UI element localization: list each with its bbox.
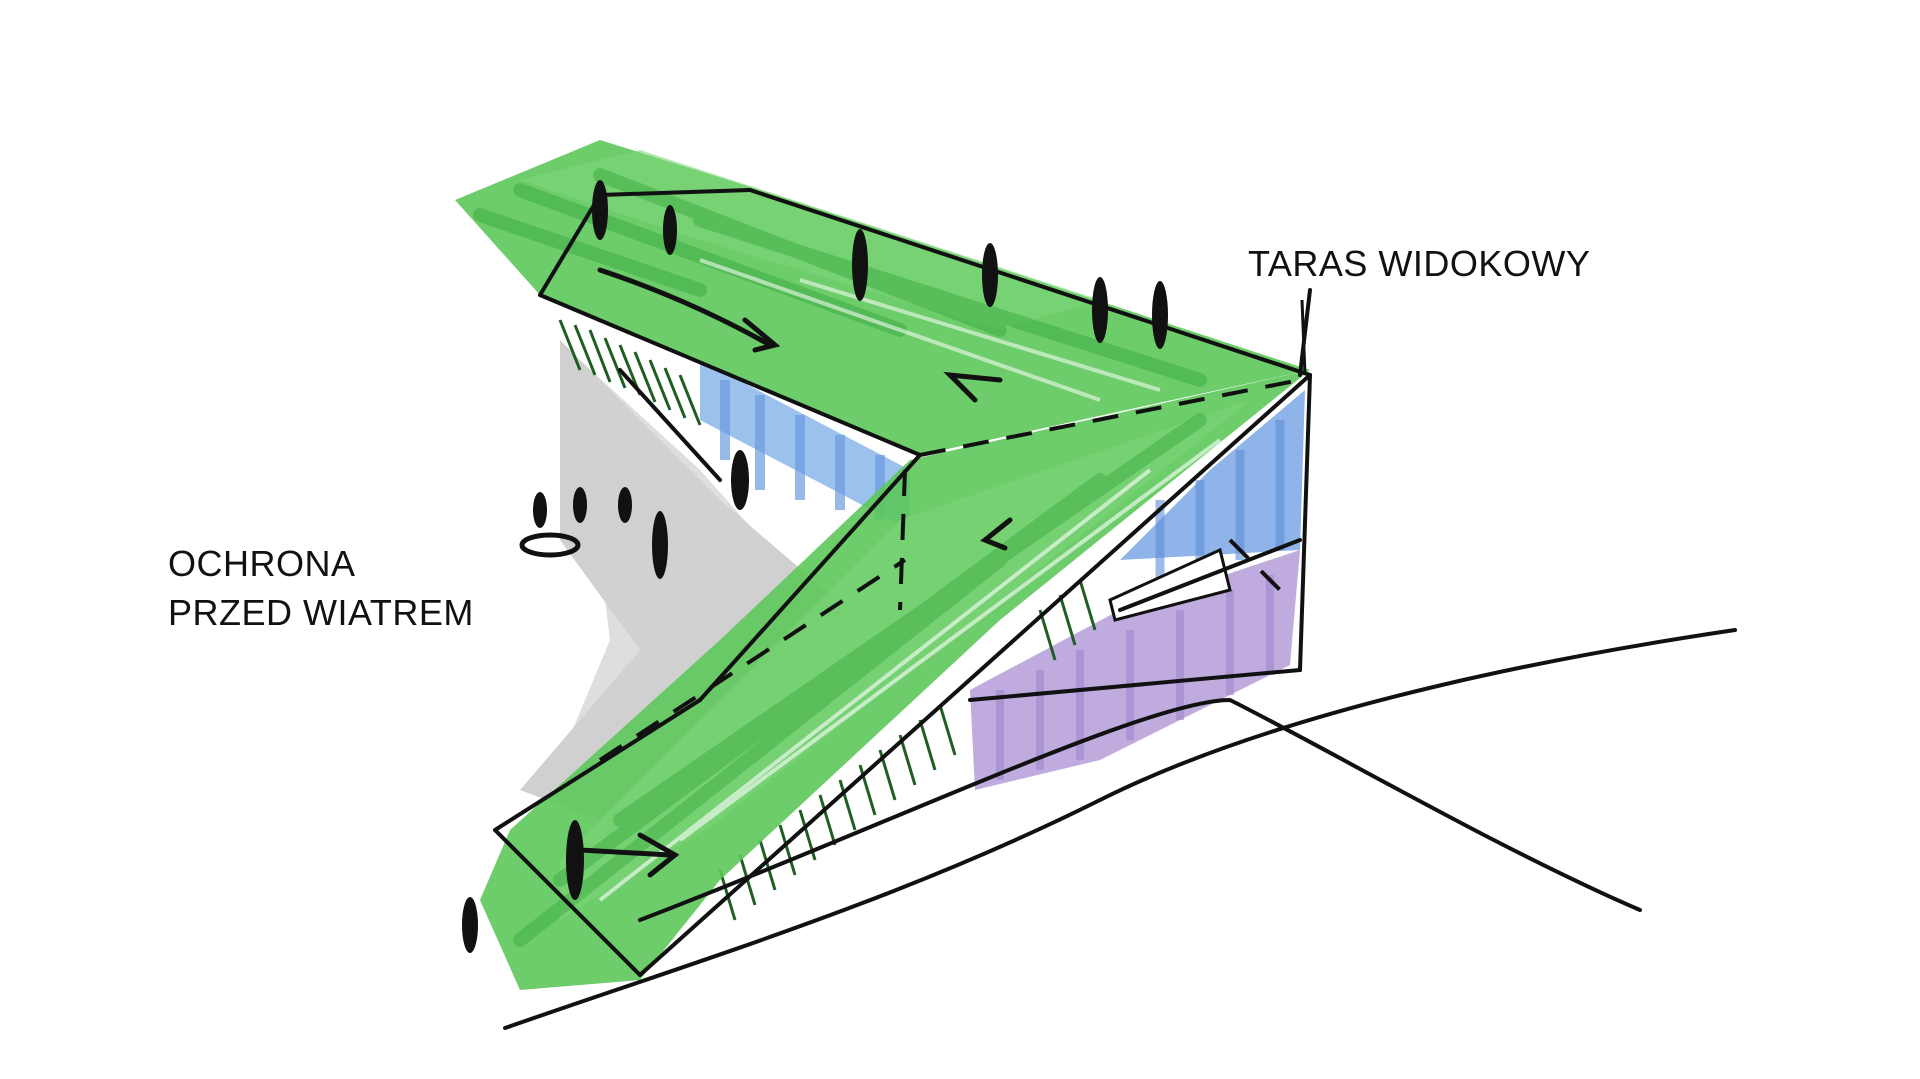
- terrace-pointer-line: [1300, 299, 1307, 376]
- terrain-lines: [503, 628, 1737, 1030]
- wind-shadow-zone: [520, 340, 860, 820]
- dashed-guides: [598, 378, 1301, 762]
- green-roof-lower-wing: [480, 370, 1310, 990]
- viewing-terrace-label-text: TARAS WIDOKOWY: [1248, 243, 1591, 284]
- direction-arrows: [577, 267, 1013, 878]
- viewing-terrace-label: TARAS WIDOKOWY: [1248, 240, 1590, 289]
- roof-edge-hatching: [558, 319, 1097, 921]
- purple-wall-volume: [970, 547, 1300, 790]
- wind-protection-label-line2: PRZED WIATREM: [168, 591, 474, 633]
- wind-protection-label-line1: OCHRONA: [168, 543, 356, 584]
- glazed-facade-upper: [700, 360, 910, 530]
- people-figures: [462, 180, 1168, 953]
- wind-protection-label: OCHRONA PRZED WIATREM: [168, 540, 474, 637]
